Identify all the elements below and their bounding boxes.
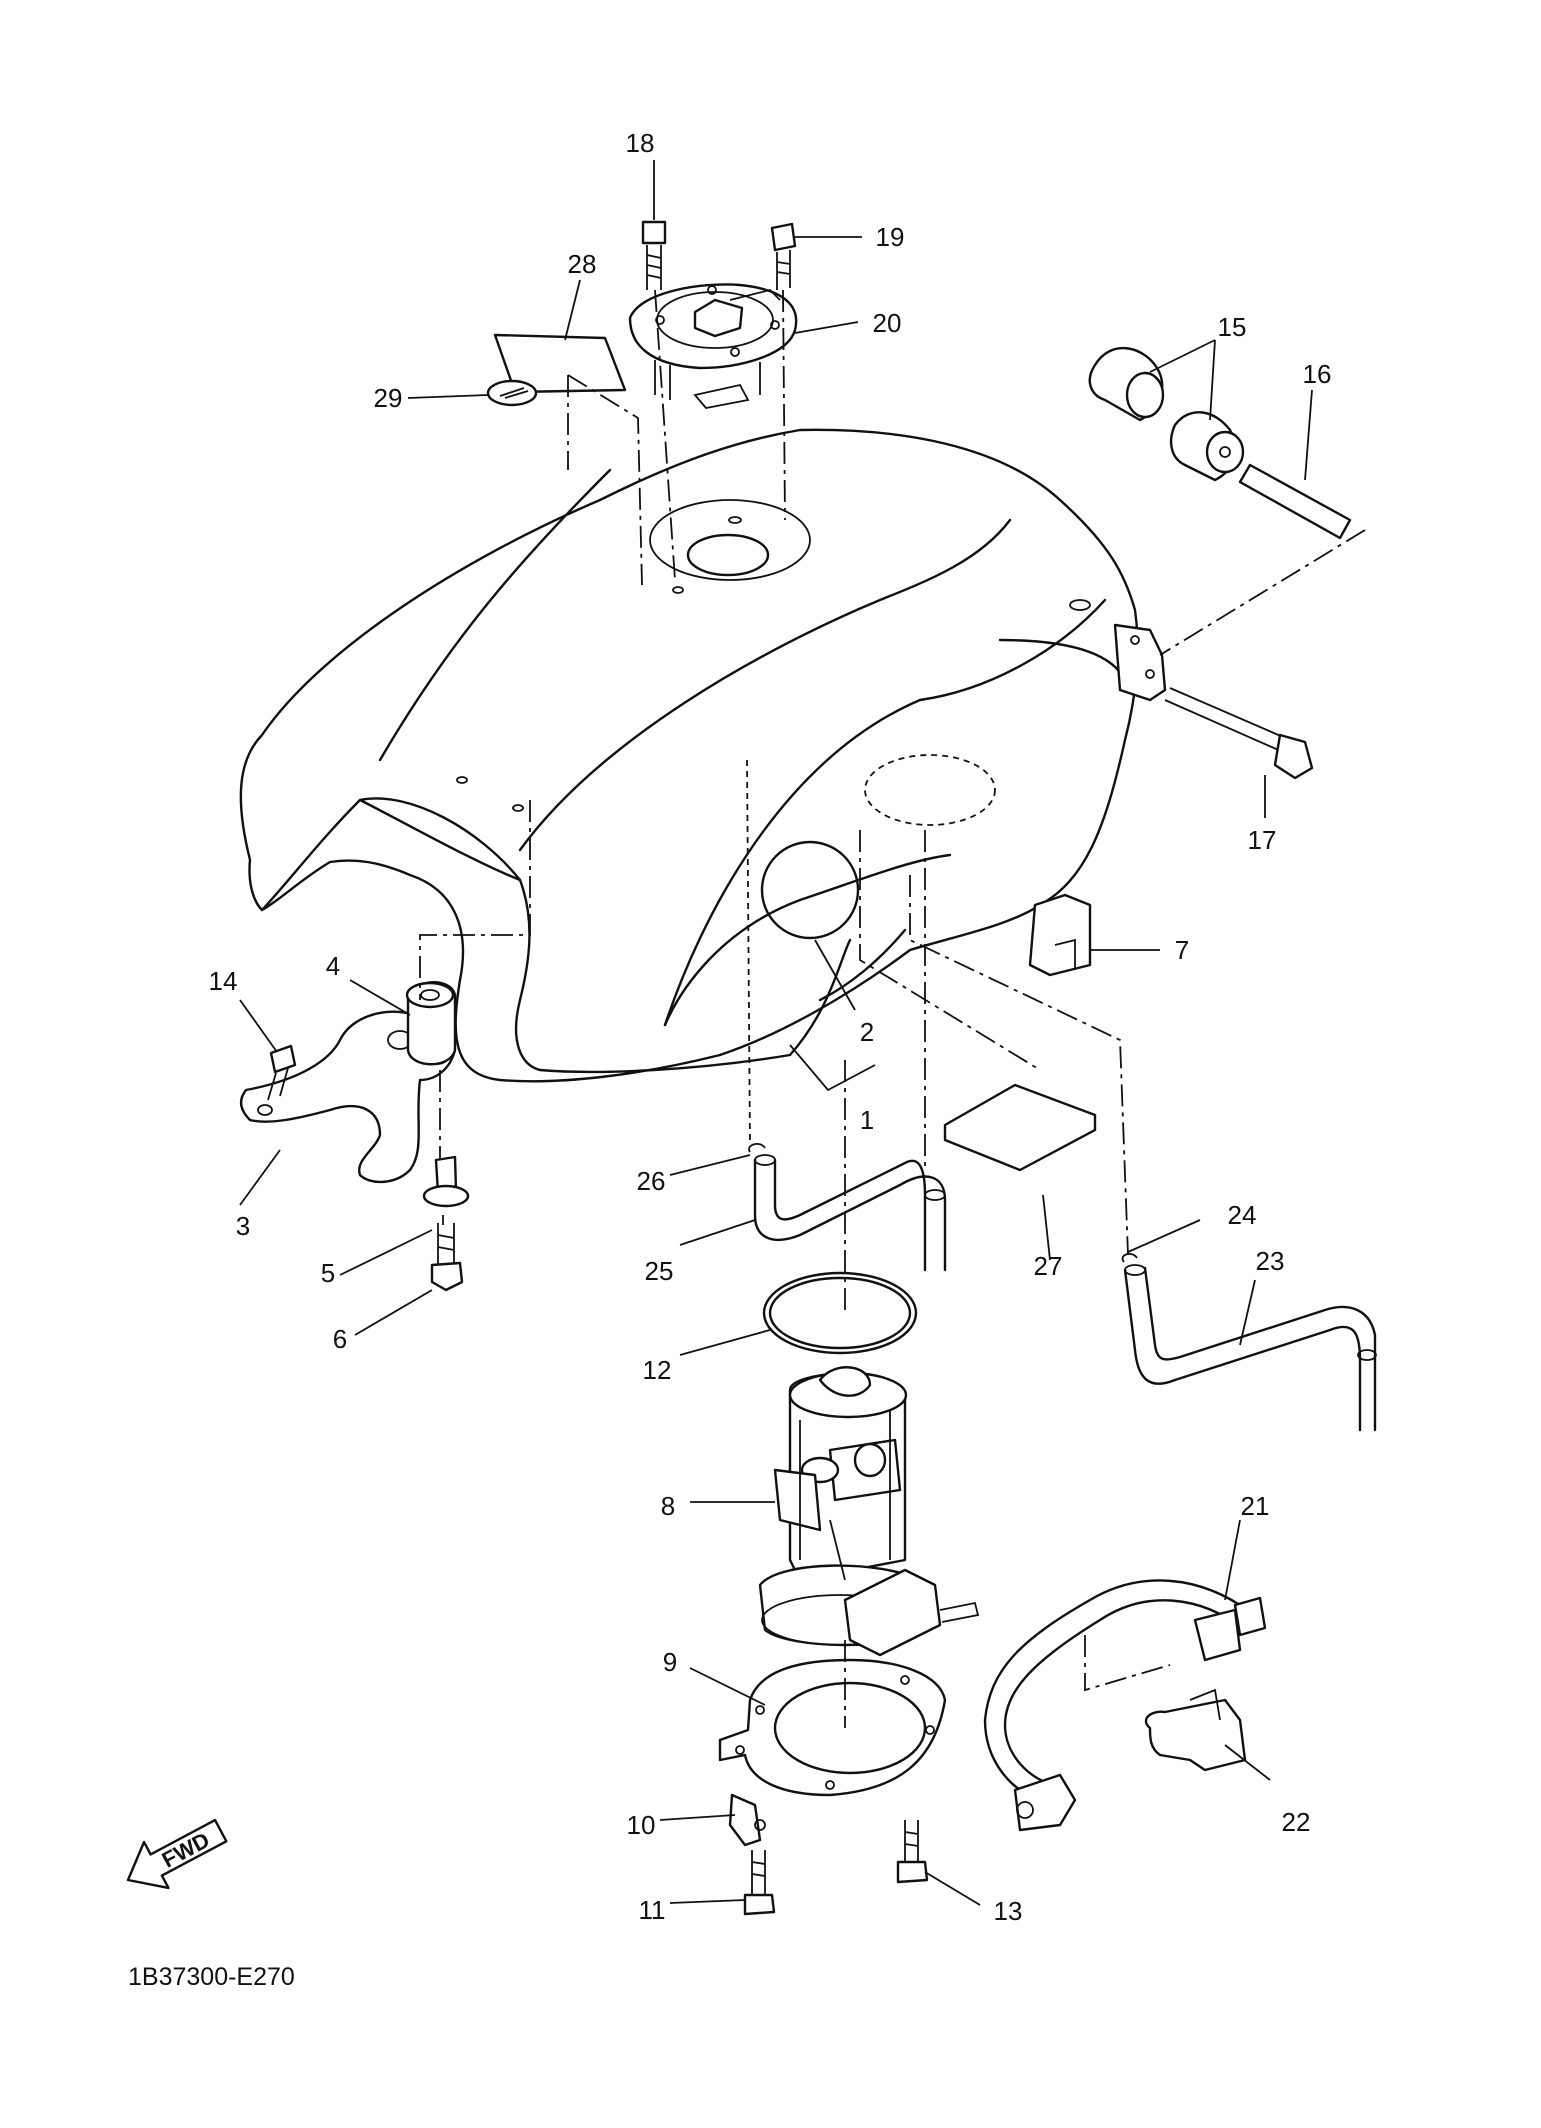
cap-bolt-18 xyxy=(641,220,667,290)
callout-22: 22 xyxy=(1281,1807,1311,1837)
caution-label xyxy=(486,333,627,407)
callout-18: 18 xyxy=(625,128,655,158)
callout-3: 3 xyxy=(235,1211,251,1241)
callout-19: 19 xyxy=(875,222,905,252)
harness-holder xyxy=(1144,1688,1247,1772)
bolt-6 xyxy=(430,1223,464,1292)
forward-arrow-icon: FWD xyxy=(126,1818,228,1890)
callout-7: 7 xyxy=(1174,935,1190,965)
hose-25 xyxy=(748,1143,947,1272)
fwd-label: FWD xyxy=(158,1827,214,1873)
callout-2: 2 xyxy=(859,1017,875,1047)
collar-pipe xyxy=(1238,463,1352,540)
callout-17: 17 xyxy=(1247,825,1277,855)
callout-14: 14 xyxy=(208,966,238,996)
fuel-sensor xyxy=(1028,893,1092,977)
callout-26: 26 xyxy=(636,1166,666,1196)
callout-8: 8 xyxy=(660,1491,676,1521)
fuel-filler-cap xyxy=(628,283,798,409)
rubber-dampers xyxy=(1088,346,1245,482)
callout-13: 13 xyxy=(993,1896,1023,1926)
callout-29: 29 xyxy=(373,383,403,413)
fuel-tank xyxy=(239,428,1167,1083)
callout-4: 4 xyxy=(325,951,341,981)
callout-10: 10 xyxy=(626,1810,656,1840)
callout-25: 25 xyxy=(644,1256,674,1286)
callout-15: 15 xyxy=(1217,312,1247,342)
callout-20: 20 xyxy=(872,308,902,338)
bracket-bolt-14 xyxy=(267,1044,297,1101)
callout-1: 1 xyxy=(859,1105,875,1135)
assembly-lines xyxy=(419,289,1366,1728)
screw-13 xyxy=(896,1820,929,1884)
cap-bolt-19 xyxy=(770,222,797,290)
callout-28: 28 xyxy=(567,249,597,279)
callout-5: 5 xyxy=(320,1258,336,1288)
callout-27: 27 xyxy=(1033,1251,1063,1281)
diagram-code: 1B37300-E270 xyxy=(128,1963,295,1991)
leader-lines xyxy=(239,160,1313,1906)
flange-clamp xyxy=(728,1793,766,1847)
hose-23 xyxy=(1121,1253,1377,1432)
callout-24: 24 xyxy=(1227,1200,1257,1230)
o-ring xyxy=(762,1271,918,1355)
callout-6: 6 xyxy=(332,1324,348,1354)
gasket-27 xyxy=(943,1083,1097,1172)
callout-9: 9 xyxy=(662,1647,678,1677)
callout-16: 16 xyxy=(1302,359,1332,389)
callout-21: 21 xyxy=(1240,1491,1270,1521)
rear-damper xyxy=(405,981,457,1066)
fuel-pump xyxy=(758,1366,980,1657)
screw-11 xyxy=(743,1850,776,1916)
tank-mount-bolt xyxy=(1164,687,1314,780)
callout-12: 12 xyxy=(642,1355,672,1385)
callout-11: 11 xyxy=(638,1895,666,1925)
wire-harness xyxy=(983,1579,1267,1832)
collar-5 xyxy=(422,1155,470,1208)
pump-flange xyxy=(718,1658,947,1797)
callout-23: 23 xyxy=(1255,1246,1285,1276)
